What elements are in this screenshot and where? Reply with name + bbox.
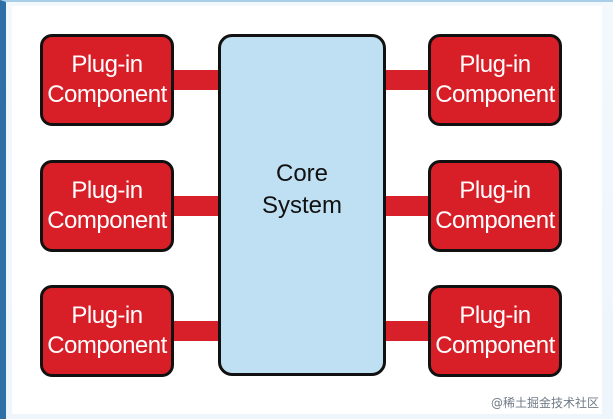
plugin-label-line2: Component: [435, 332, 555, 359]
connector-left-bottom: [172, 321, 222, 341]
plugin-component-left-bottom: Plug-in Component: [40, 285, 174, 377]
connector-right-middle: [382, 196, 432, 216]
plugin-label-line2: Component: [47, 332, 167, 359]
plugin-component-left-top: Plug-in Component: [40, 34, 174, 126]
connector-left-top: [172, 70, 222, 90]
core-label-line2: System: [261, 192, 342, 219]
core-label-line1: Core: [275, 160, 329, 187]
plugin-label-line1: Plug-in: [71, 51, 143, 78]
connector-left-middle: [172, 196, 222, 216]
plugin-label-line2: Component: [47, 81, 167, 108]
plugin-label-line2: Component: [435, 81, 555, 108]
plugin-component-right-bottom: Plug-in Component: [428, 285, 562, 377]
plugin-label-line1: Plug-in: [459, 177, 531, 204]
connector-right-bottom: [382, 321, 432, 341]
plugin-component-right-middle: Plug-in Component: [428, 160, 562, 252]
plugin-component-left-middle: Plug-in Component: [40, 160, 174, 252]
plugin-label-line1: Plug-in: [459, 51, 531, 78]
plugin-component-right-top: Plug-in Component: [428, 34, 562, 126]
plugin-label-line1: Plug-in: [71, 177, 143, 204]
plugin-label-line1: Plug-in: [459, 302, 531, 329]
plugin-label-line2: Component: [47, 207, 167, 234]
plugin-label-line2: Component: [435, 207, 555, 234]
plugin-label-line1: Plug-in: [71, 302, 143, 329]
watermark-text: @稀土掘金技术社区: [490, 396, 599, 410]
connector-right-top: [382, 70, 432, 90]
core-system-box: Core System: [218, 34, 386, 376]
